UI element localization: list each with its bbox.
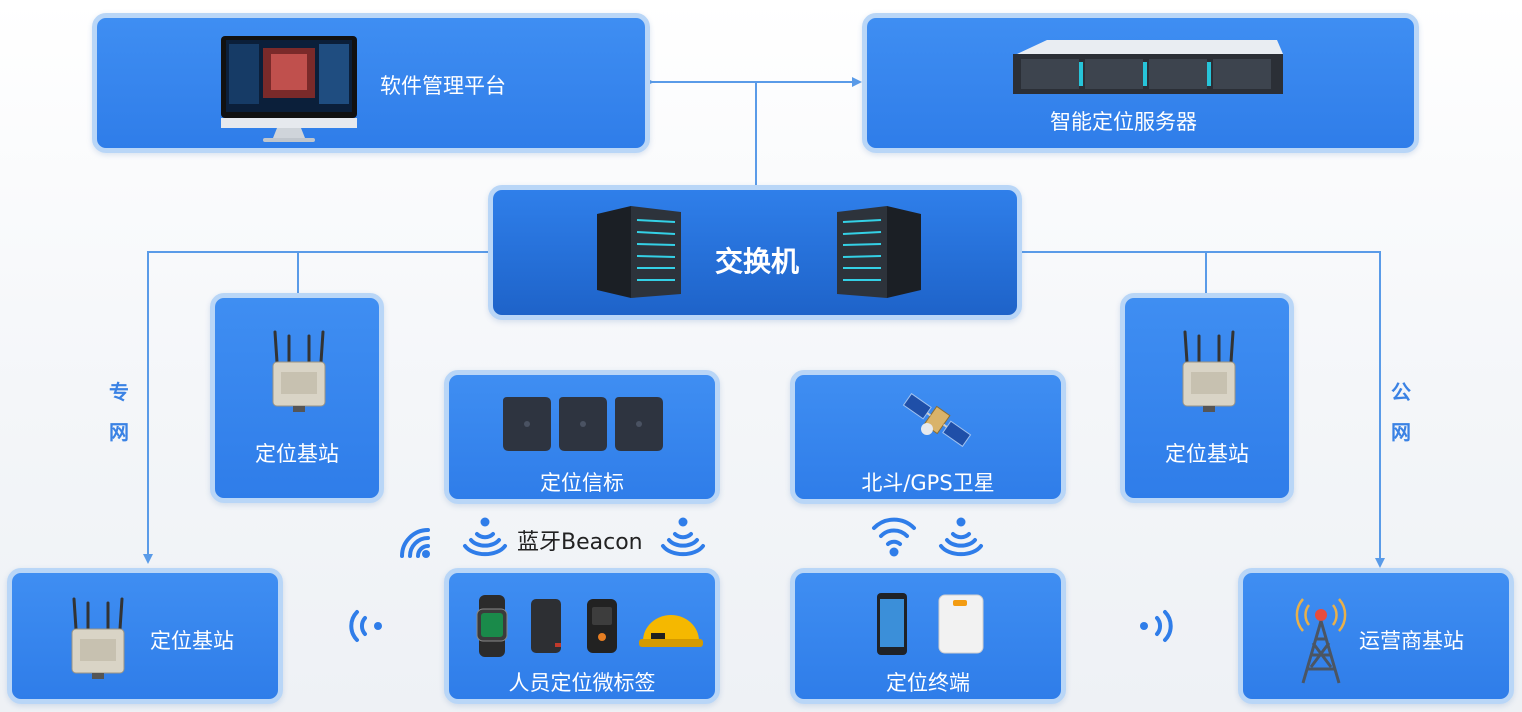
- server-rack-right-icon: [837, 206, 921, 298]
- server-label: 智能定位服务器: [1050, 110, 1197, 134]
- terminal-label: 定位终端: [886, 671, 970, 695]
- base-station-right-top-node[interactable]: 定位基站: [1120, 293, 1294, 503]
- link-private-network: [143, 251, 490, 564]
- server-rack-left-icon: [597, 206, 681, 298]
- base-station-left-top-node[interactable]: 定位基站: [210, 293, 384, 503]
- software-platform-label: 软件管理平台: [380, 74, 506, 98]
- base-station-left-top-label: 定位基站: [255, 442, 339, 466]
- base-station-antenna-icon: [1182, 330, 1236, 412]
- satellite-icon: [902, 392, 972, 448]
- monitor-icon: [221, 36, 357, 142]
- broadcast-left-icon: [349, 610, 382, 642]
- software-platform-node[interactable]: 软件管理平台: [92, 13, 650, 153]
- bluetooth-signal-right-icon: [661, 517, 705, 557]
- server-node[interactable]: 智能定位服务器: [862, 13, 1419, 153]
- base-station-right-top-label: 定位基站: [1165, 442, 1249, 466]
- private-network-label: 专 网: [109, 380, 129, 444]
- terminal-devices-icon: [877, 593, 984, 655]
- base-station-antenna-icon: [71, 597, 125, 679]
- satellite-label: 北斗/GPS卫星: [861, 471, 995, 495]
- bluetooth-signal-terminal-icon: [939, 517, 983, 557]
- bluetooth-beacon-label: 蓝牙Beacon: [517, 530, 643, 555]
- satellite-node[interactable]: 北斗/GPS卫星: [790, 370, 1066, 504]
- operator-station-label: 运营商基站: [1359, 629, 1464, 653]
- beacon-devices-icon: [503, 397, 663, 451]
- wifi-signal-angled-icon: [400, 528, 430, 558]
- cell-tower-icon: [1295, 598, 1347, 684]
- base-station-bottom-node[interactable]: 定位基站: [7, 568, 283, 704]
- beacon-node[interactable]: 定位信标: [444, 370, 720, 504]
- base-station-bottom-label: 定位基站: [150, 629, 234, 653]
- broadcast-right-icon: [1140, 610, 1173, 642]
- base-station-antenna-icon: [272, 330, 326, 412]
- switch-label: 交换机: [715, 245, 800, 278]
- switch-node[interactable]: 交换机: [488, 185, 1022, 320]
- personnel-tag-label: 人员定位微标签: [508, 671, 656, 695]
- terminal-node[interactable]: 定位终端: [790, 568, 1066, 704]
- operator-station-node[interactable]: 运营商基站: [1238, 568, 1514, 704]
- wearable-tags-icon: [476, 595, 703, 657]
- personnel-tag-node[interactable]: 人员定位微标签: [444, 568, 720, 704]
- bluetooth-signal-left-icon: [463, 517, 507, 557]
- link-public-network: [1020, 251, 1385, 568]
- public-network-label: 公 网: [1391, 380, 1411, 444]
- wifi-signal-icon: [872, 517, 916, 557]
- beacon-label: 定位信标: [540, 471, 624, 495]
- rack-server-icon: [1013, 40, 1283, 94]
